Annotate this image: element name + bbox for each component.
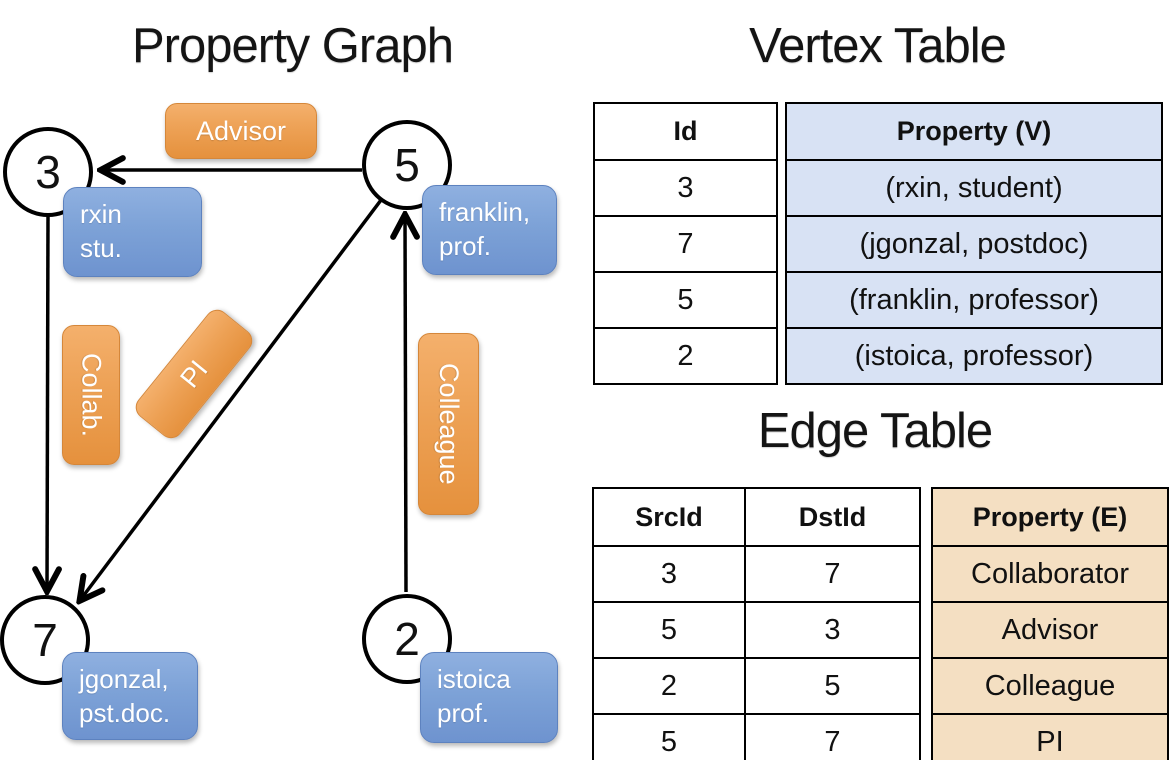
table-row: Advisor — [931, 601, 1169, 659]
node-circle-5: 5 — [362, 120, 452, 210]
vertex-id-cell: 2 — [593, 327, 778, 385]
vertex-property-header: Property (V) — [785, 102, 1163, 161]
table-row: 7 — [593, 215, 778, 273]
vertex-id-cell: 7 — [593, 215, 778, 273]
table-row: 5 — [593, 271, 778, 329]
edge-arrow-collab-3-to-7 — [47, 215, 48, 589]
edge-srcid-header: SrcId — [592, 487, 746, 547]
edge-property-column-table: Property (E) Collaborator Advisor Collea… — [931, 487, 1169, 760]
edge-property-cell: Collaborator — [931, 545, 1169, 603]
table-row: Colleague — [931, 657, 1169, 715]
edge-property-cell: Advisor — [931, 601, 1169, 659]
edge-label-colleague: Colleague — [418, 333, 479, 515]
table-row: (istoica, professor) — [785, 327, 1163, 385]
table-row: (franklin, professor) — [785, 271, 1163, 329]
edge-dstid-cell: 5 — [744, 657, 921, 715]
edge-dstid-cell: 7 — [744, 713, 921, 760]
vertex-property-box-3: rxin stu. — [63, 187, 202, 277]
vertex-property-column-table: Property (V) (rxin, student) (jgonzal, p… — [785, 102, 1163, 385]
edge-dstid-header: DstId — [744, 487, 921, 547]
table-row: 2 5 — [592, 657, 921, 715]
edge-srcid-cell: 3 — [592, 545, 746, 603]
vertex-property-box-7: jgonzal, pst.doc. — [62, 652, 198, 740]
edge-property-cell: PI — [931, 713, 1169, 760]
edge-property-header: Property (E) — [931, 487, 1169, 547]
table-row: Collaborator — [931, 545, 1169, 603]
table-row: 2 — [593, 327, 778, 385]
edge-dstid-cell: 3 — [744, 601, 921, 659]
property-graph-title: Property Graph — [132, 19, 454, 73]
edge-property-cell: Colleague — [931, 657, 1169, 715]
table-row: (jgonzal, postdoc) — [785, 215, 1163, 273]
edge-src-dst-table: SrcId DstId 3 7 5 3 2 5 5 7 — [592, 487, 921, 760]
vertex-id-header: Id — [593, 102, 778, 161]
node-circle-3: 3 — [3, 127, 93, 217]
table-row: 3 — [593, 159, 778, 217]
node-id-3: 3 — [35, 146, 61, 198]
edge-label-pi: PI — [130, 304, 258, 444]
table-row: 5 7 — [592, 713, 921, 760]
table-row: PI — [931, 713, 1169, 760]
edge-label-collab: Collab. — [62, 325, 120, 465]
node-id-5: 5 — [394, 139, 420, 191]
vertex-property-cell: (franklin, professor) — [785, 271, 1163, 329]
vertex-id-cell: 3 — [593, 159, 778, 217]
vertex-property-box-2: istoica prof. — [420, 652, 558, 743]
vertex-table-title: Vertex Table — [749, 19, 1007, 73]
vertex-property-box-5: franklin, prof. — [422, 185, 557, 275]
edge-table: SrcId DstId 3 7 5 3 2 5 5 7 Property (E)… — [592, 487, 1169, 760]
table-row: 5 3 — [592, 601, 921, 659]
edge-arrow-colleague-2-to-5 — [405, 217, 406, 593]
vertex-id-column-table: Id 3 7 5 2 — [593, 102, 778, 385]
edge-label-advisor: Advisor — [165, 103, 317, 159]
edge-srcid-cell: 5 — [592, 601, 746, 659]
node-id-2: 2 — [394, 613, 420, 665]
edge-dstid-cell: 7 — [744, 545, 921, 603]
vertex-property-cell: (istoica, professor) — [785, 327, 1163, 385]
table-row: 3 7 — [592, 545, 921, 603]
table-row: (rxin, student) — [785, 159, 1163, 217]
edge-srcid-cell: 5 — [592, 713, 746, 760]
vertex-property-cell: (rxin, student) — [785, 159, 1163, 217]
node-id-7: 7 — [32, 614, 58, 666]
edge-srcid-cell: 2 — [592, 657, 746, 715]
vertex-property-cell: (jgonzal, postdoc) — [785, 215, 1163, 273]
vertex-table: Id 3 7 5 2 Property (V) (rxin, student) … — [593, 102, 1163, 385]
vertex-id-cell: 5 — [593, 271, 778, 329]
edge-table-title: Edge Table — [757, 404, 993, 458]
